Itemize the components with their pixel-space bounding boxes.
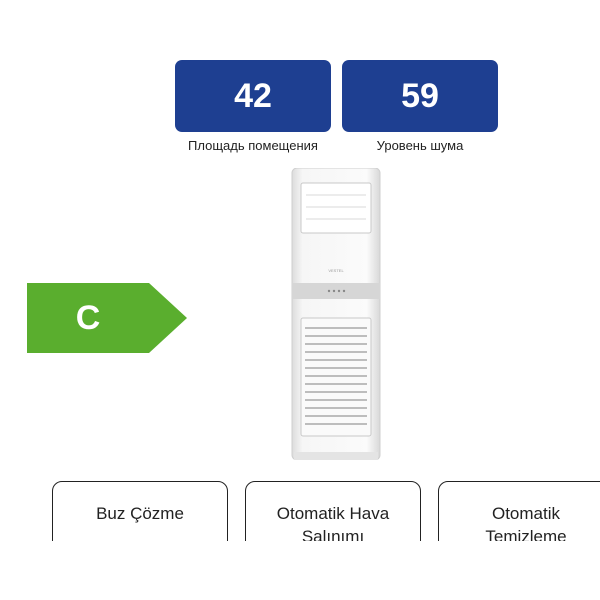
room-area-label: Площадь помещения (188, 138, 318, 153)
energy-class-letter: C (75, 299, 101, 337)
feature-card-auto-swing: Otomatik Hava Salınımı (245, 481, 421, 541)
feature-card-subtitle: Temizleme (485, 527, 567, 541)
feature-cards: Buz Çözme Otomatik Hava Salınımı Otomati… (0, 481, 600, 541)
feature-card-defrost: Buz Çözme (52, 481, 228, 541)
noise-level-spec: 59 Уровень шума (342, 60, 498, 153)
room-area-spec: 42 Площадь помещения (175, 60, 331, 153)
energy-class-badge: C (27, 283, 187, 353)
energy-arrow-icon (27, 283, 187, 353)
feature-card-title: Otomatik (491, 504, 561, 523)
feature-card-title: Buz Çözme (96, 504, 184, 523)
room-area-value: 42 (175, 60, 331, 132)
air-conditioner-image: VESTEL (289, 167, 383, 461)
feature-card-auto-clean: Otomatik Temizleme (438, 481, 600, 541)
feature-card-subtitle: Salınımı (301, 527, 365, 541)
brand-label: VESTEL (328, 268, 344, 273)
noise-level-label: Уровень шума (376, 138, 464, 153)
feature-card-title: Otomatik Hava (276, 504, 390, 523)
noise-level-value: 59 (342, 60, 498, 132)
